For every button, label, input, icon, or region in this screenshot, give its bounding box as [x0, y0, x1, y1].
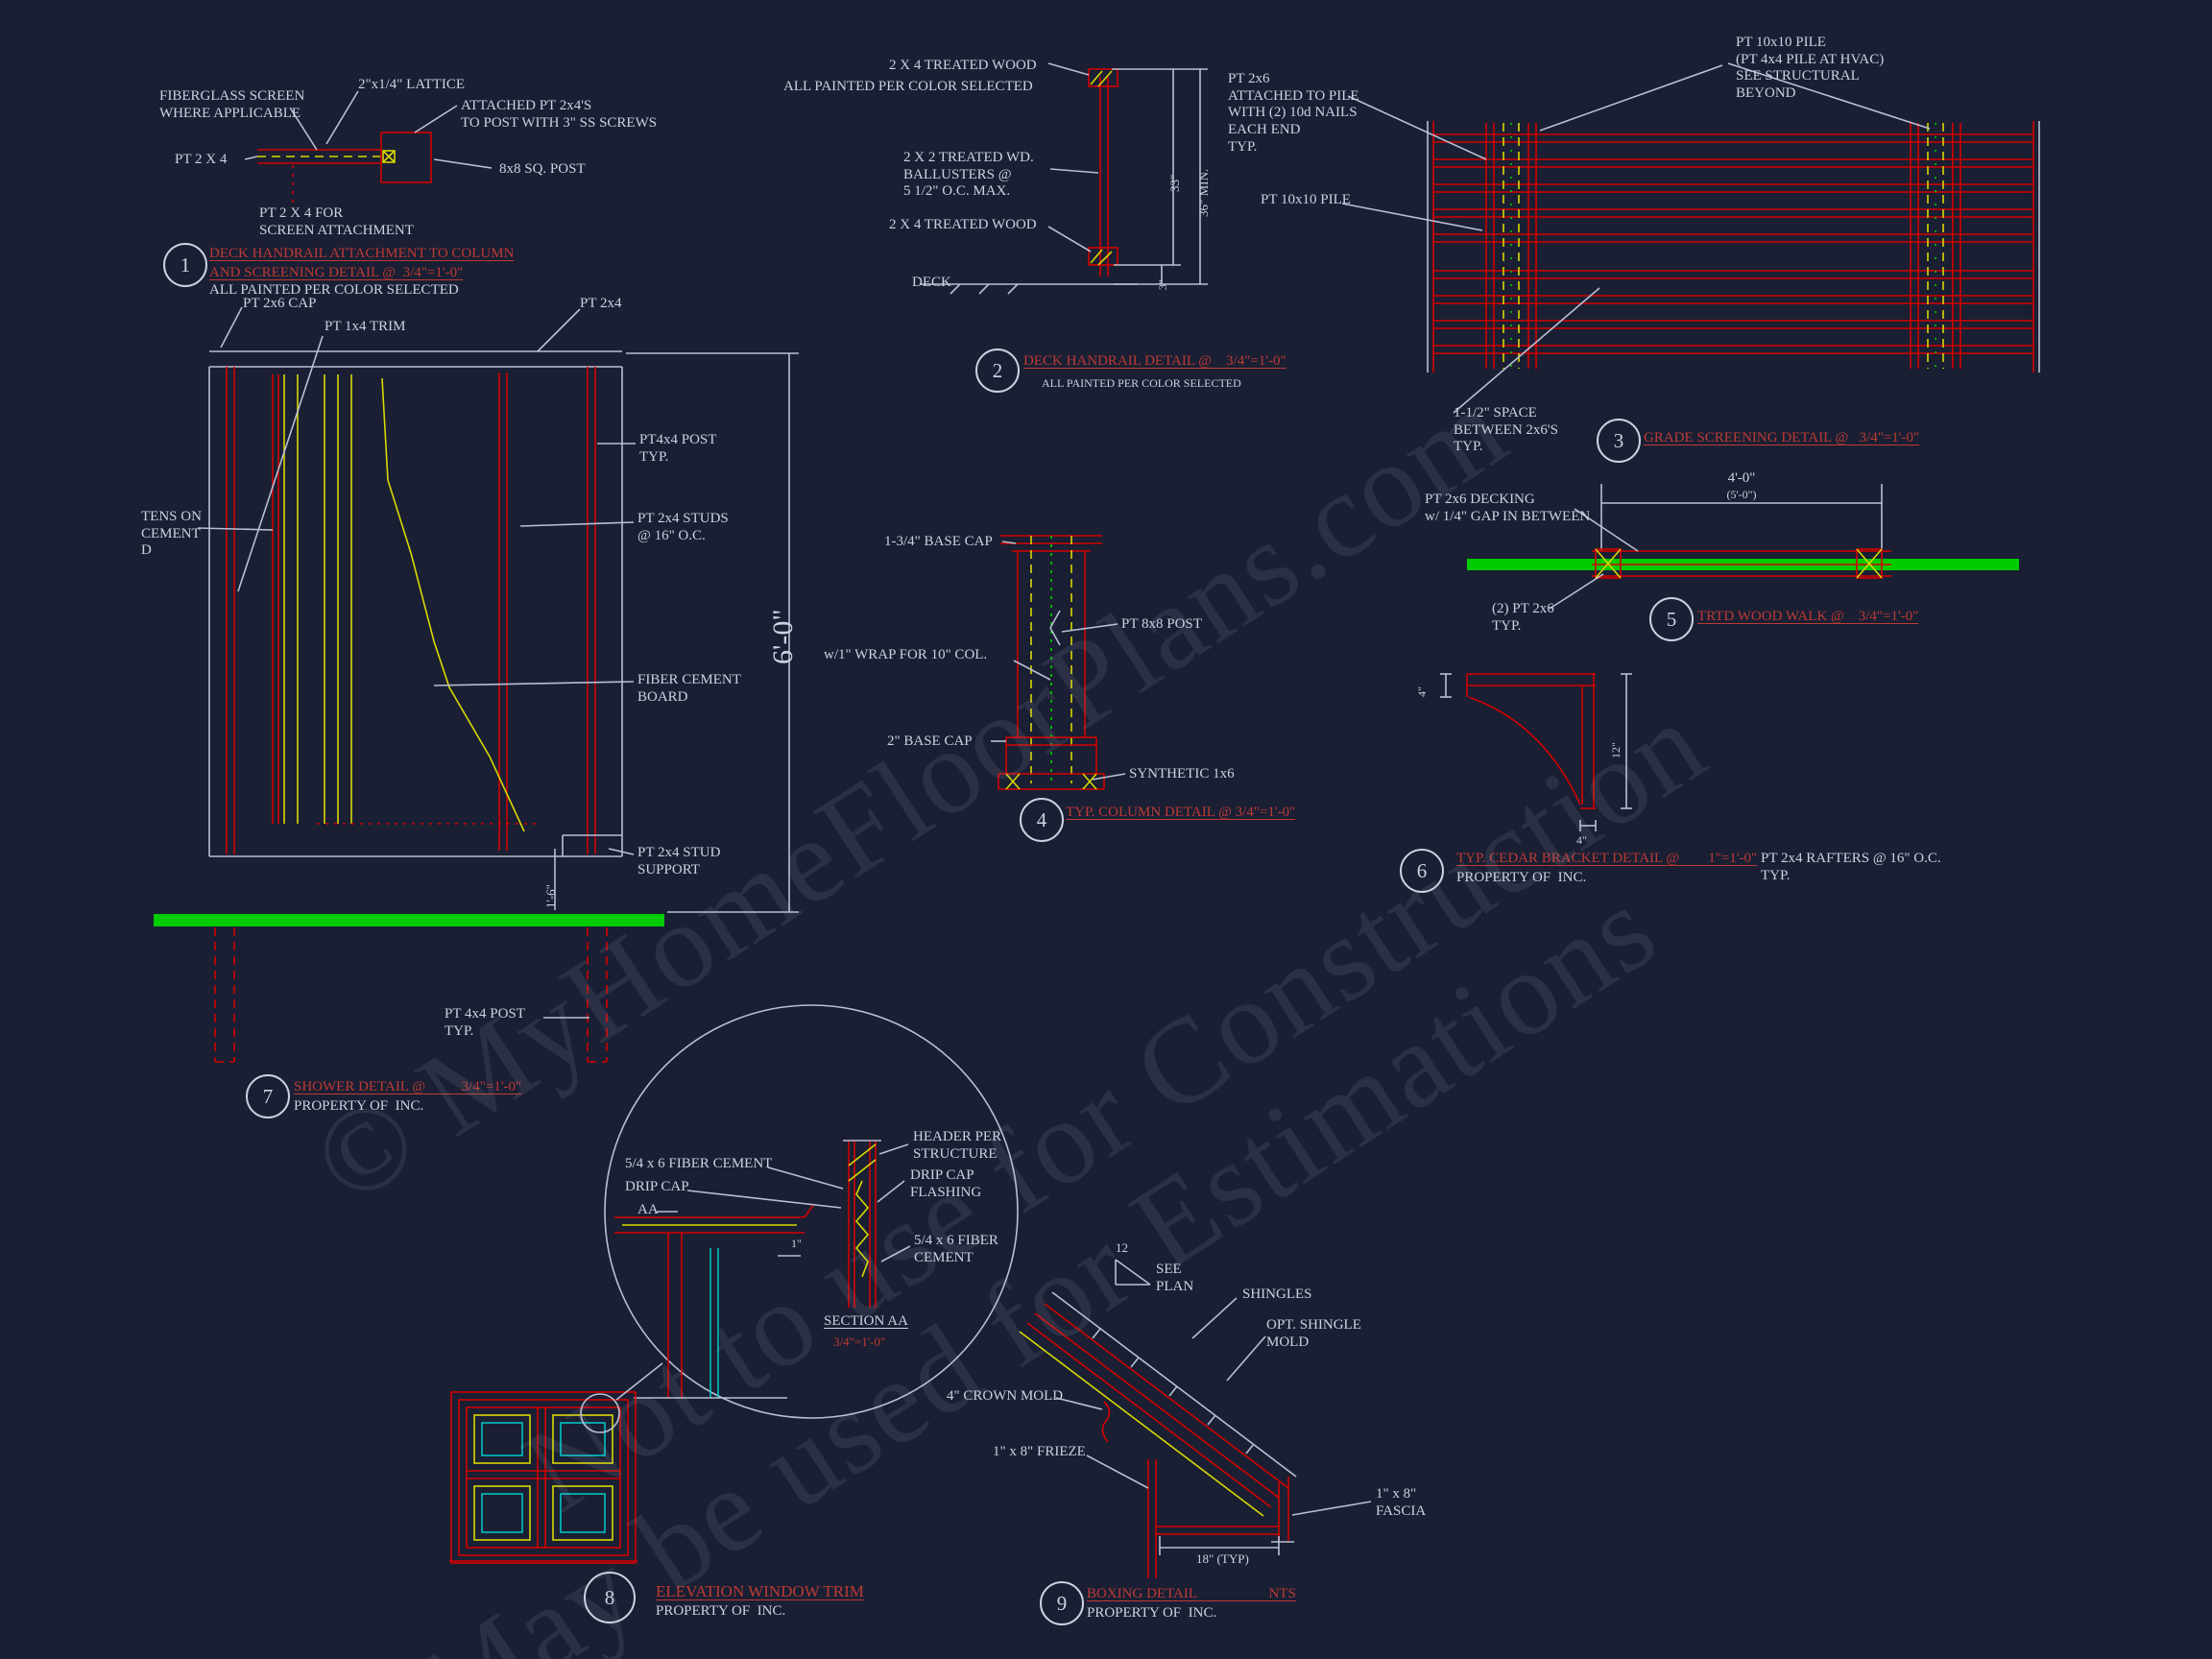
label-lattice: 2"x1/4" LATTICE — [358, 77, 465, 92]
detail-bubble-5: 5 — [1649, 597, 1694, 641]
label-d2-note: ALL PAINTED PER COLOR SELECTED — [1042, 376, 1241, 390]
label-pt4x4-post-bottom: PT 4x4 POST TYP. — [445, 1006, 525, 1039]
label-d4-title: TYP. COLUMN DETAIL @ 3/4"=1'-0" — [1066, 805, 1296, 820]
detail-bubble-1: 1 — [163, 243, 207, 287]
detail-bubble-8: 8 — [584, 1572, 636, 1623]
label-pt-2x6-cap: PT 2x6 CAP — [243, 296, 317, 311]
label-d6-rafters: PT 2x4 RAFTERS @ 16" O.C. TYP. — [1761, 851, 1941, 883]
label-d9-18-typ: 18" (TYP) — [1196, 1551, 1249, 1566]
label-d9-property: PROPERTY OF INC. — [1087, 1605, 1217, 1621]
label-d6-dim-4-bottom: 4" — [1576, 833, 1587, 847]
label-d2-dim-36: 36" MIN. — [1196, 168, 1211, 217]
label-d5-2pt2x6: (2) PT 2x6 TYP. — [1492, 601, 1554, 634]
label-d5-dim-4-0: 4'-0" — [1727, 470, 1756, 486]
label-d2-title: DECK HANDRAIL DETAIL @ 3/4"=1'-0" — [1023, 353, 1286, 369]
label-d9-fascia: 1" x 8" FASCIA — [1376, 1486, 1427, 1519]
label-d9-frieze: 1" x 8" FRIEZE — [993, 1444, 1086, 1459]
label-d3-pile: PT 10x10 PILE — [1261, 192, 1351, 207]
label-d8-section-scale: 3/4"=1'-0" — [833, 1334, 886, 1349]
label-attached-pt2x4: ATTACHED PT 2x4'S TO POST WITH 3" SS SCR… — [461, 98, 658, 131]
label-d9-crown-mold: 4" CROWN MOLD — [947, 1388, 1064, 1404]
label-d8-aa: AA — [637, 1202, 659, 1217]
detail-1-drawing — [244, 90, 493, 204]
detail-bubble-6: 6 — [1400, 849, 1444, 893]
label-d6-property: PROPERTY OF INC. — [1456, 870, 1587, 885]
label-d8-title: ELEVATION WINDOW TRIM — [656, 1582, 864, 1600]
label-d4-base-cap: 1-3/4" BASE CAP — [884, 534, 993, 549]
label-d9-12: 12 — [1116, 1240, 1128, 1255]
label-d6-dim-4-left: 4" — [1415, 686, 1429, 697]
detail-2-drawing — [920, 62, 1208, 295]
label-d4-2-base-cap: 2" BASE CAP — [887, 733, 973, 749]
label-d5-dim-5-0: (5'-0") — [1726, 488, 1757, 501]
detail-bubble-9: 9 — [1040, 1581, 1084, 1625]
label-d2-bottom-wood: 2 X 4 TREATED WOOD — [889, 217, 1037, 232]
label-pt4x4-post: PT4x4 POST TYP. — [639, 432, 717, 465]
label-d5-title: TRTD WOOD WALK @ 3/4"=1'-0" — [1697, 609, 1919, 624]
label-d9-see-plan: SEE PLAN — [1156, 1262, 1194, 1294]
label-d2-ballusters: 2 X 2 TREATED WD. BALLUSTERS @ 5 1/2" O.… — [903, 150, 1034, 200]
label-d8-property: PROPERTY OF INC. — [656, 1603, 786, 1619]
label-d8-1in: 1" — [791, 1237, 802, 1250]
detail-bubble-3: 3 — [1597, 419, 1641, 463]
label-fiber-cement-board: FIBER CEMENT BOARD — [637, 672, 741, 705]
label-d2-dim-3: 3" — [1156, 279, 1169, 290]
label-d8-fiber-2: 5/4 x 6 FIBER CEMENT — [914, 1233, 998, 1265]
label-d3-pile-note: PT 10x10 PILE (PT 4x4 PILE AT HVAC) SEE … — [1736, 35, 1885, 102]
label-d3-space: 1-1/2" SPACE BETWEEN 2x6'S TYP. — [1454, 405, 1558, 455]
label-d5-decking: PT 2x6 DECKING w/ 1/4" GAP IN BETWEEN — [1425, 492, 1591, 524]
detail-bubble-4: 4 — [1020, 798, 1064, 842]
label-pt2x4-stud-support: PT 2x4 STUD SUPPORT — [637, 845, 721, 878]
label-dim-1-6: 1'-6" — [543, 884, 558, 908]
label-post-8x8: 8x8 SQ. POST — [499, 161, 586, 177]
label-d7-title: SHOWER DETAIL @ 3/4"=1'-0" — [294, 1079, 522, 1094]
label-d8-section: SECTION AA — [824, 1313, 908, 1329]
label-d9-shingles: SHINGLES — [1242, 1286, 1312, 1302]
label-d2-top-note: ALL PAINTED PER COLOR SELECTED — [783, 79, 1033, 94]
label-battens-cropped: TENS ON CEMENT D — [141, 509, 202, 559]
label-d8-fiber-1: 5/4 x 6 FIBER CEMENT — [625, 1156, 773, 1171]
label-pt2x4-studs: PT 2x4 STUDS @ 16" O.C. — [637, 511, 729, 543]
label-dim-6-0: 6'-0" — [767, 609, 799, 664]
detail-bubble-7: 7 — [246, 1074, 290, 1118]
detail-3-drawing — [1341, 62, 2040, 414]
label-d9-shingle-mold: OPT. SHINGLE MOLD — [1266, 1317, 1361, 1350]
label-d2-deck: DECK — [912, 275, 951, 290]
label-d4-post: PT 8x8 POST — [1121, 616, 1202, 632]
label-pt-1x4-trim: PT 1x4 TRIM — [325, 319, 406, 334]
label-pt-2x4-top: PT 2x4 — [580, 296, 622, 311]
label-d8-drip-cap: DRIP CAP — [625, 1179, 689, 1194]
label-d8-header: HEADER PER STRUCTURE — [913, 1129, 1002, 1162]
detail-8-drawing — [449, 1004, 1019, 1564]
label-pt-2x4: PT 2 X 4 — [175, 152, 228, 167]
label-d1-title-2: AND SCREENING DETAIL @ 3/4"=1'-0" — [209, 265, 464, 280]
detail-6-drawing — [1440, 673, 1632, 831]
detail-9-drawing — [1019, 1259, 1372, 1578]
label-d1-title-1: DECK HANDRAIL ATTACHMENT TO COLUMN — [209, 246, 515, 261]
detail-4-drawing — [991, 535, 1126, 790]
label-d2-dim-33: 33" — [1167, 174, 1182, 192]
label-d6-dim-12: 12" — [1609, 742, 1623, 758]
label-d4-synthetic: SYNTHETIC 1x6 — [1129, 766, 1235, 781]
detail-7-drawing — [154, 306, 799, 1063]
label-d4-wrap: w/1" WRAP FOR 10" COL. — [824, 647, 988, 662]
label-d2-top-wood: 2 X 4 TREATED WOOD — [889, 58, 1037, 73]
label-d9-title: BOXING DETAIL NTS — [1087, 1586, 1296, 1601]
label-d3-title: GRADE SCREENING DETAIL @ 3/4"=1'-0" — [1644, 430, 1920, 445]
detail-bubble-2: 2 — [975, 349, 1020, 393]
label-d7-property: PROPERTY OF INC. — [294, 1098, 424, 1114]
label-d1-note: ALL PAINTED PER COLOR SELECTED — [209, 282, 459, 298]
label-pt-2x4-screen: PT 2 X 4 FOR SCREEN ATTACHMENT — [259, 205, 414, 238]
label-d8-flashing: DRIP CAP FLASHING — [910, 1167, 982, 1200]
label-d6-title: TYP. CEDAR BRACKET DETAIL @ 1"=1'-0" — [1456, 851, 1758, 866]
label-fiberglass-screen: FIBERGLASS SCREEN WHERE APPLICABLE — [159, 88, 305, 121]
detail-5-drawing — [1467, 484, 2019, 610]
label-d3-pt2x6-note: PT 2x6 ATTACHED TO PILE WITH (2) 10d NAI… — [1228, 71, 1359, 155]
